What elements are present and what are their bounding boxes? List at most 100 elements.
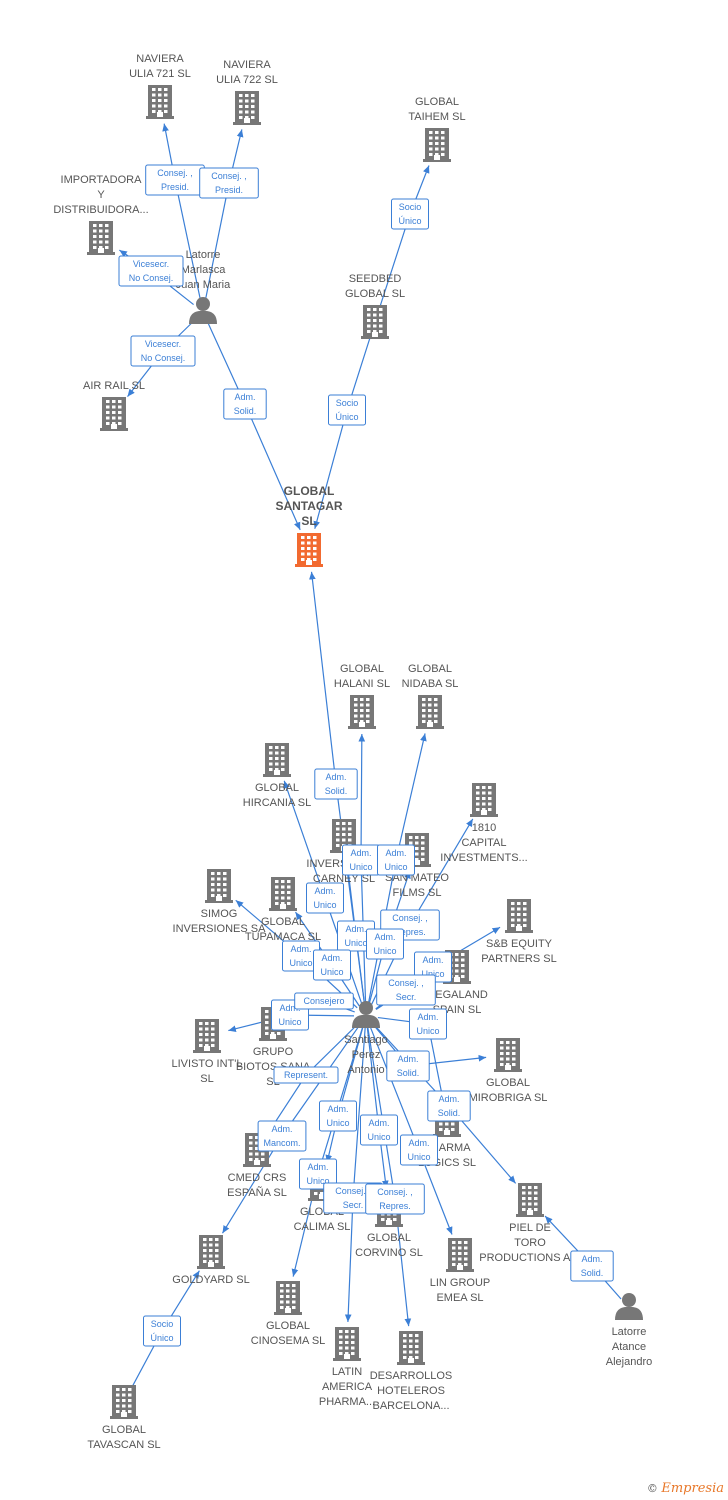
node-label: Atance	[612, 1341, 646, 1353]
edge-label-santiago-to-mirobriga[interactable]: Adm.Solid.	[386, 1050, 430, 1082]
building-icon	[505, 899, 533, 933]
edge-label-text: Adm.	[350, 848, 371, 858]
edge-label-santiago-to-cmed[interactable]: Represent.	[273, 1066, 339, 1084]
edge-label-box[interactable]	[377, 844, 415, 876]
edge-label-santiago-to-corvino[interactable]: Adm.Unico	[360, 1114, 398, 1146]
edge-label-box[interactable]	[386, 1050, 430, 1082]
edge-label-text: Unico	[367, 1132, 390, 1142]
edge-label-box[interactable]	[427, 1090, 471, 1122]
node-label: HOTELEROS	[377, 1385, 445, 1397]
edge-label-box[interactable]	[376, 974, 436, 1006]
node-importadora[interactable]: IMPORTADORAYDISTRIBUIDORA...	[53, 174, 149, 255]
edge-label-santiago-to-desarrollos[interactable]: Consej. ,Repres.	[365, 1183, 425, 1215]
edge-label-box[interactable]	[314, 768, 358, 800]
edge-label-box[interactable]	[306, 882, 344, 914]
edge-label-santiago-to-pieldetoro[interactable]: Adm.Solid.	[427, 1090, 471, 1122]
edge-label-santiago-to-cinosema[interactable]: Adm.Unico	[299, 1158, 337, 1190]
edge-label-box[interactable]	[130, 335, 196, 367]
edge-label-santiago-to-nidaba[interactable]: Adm.Unico	[377, 844, 415, 876]
edge-label-box[interactable]	[400, 1134, 438, 1166]
edge-label-text: Consej. ,	[211, 171, 247, 181]
edge-label-latorre-aa-to-pieldetoro[interactable]: Adm.Solid.	[570, 1250, 614, 1282]
edge-labels-layer: Consej. ,Presid.Consej. ,Presid. Vicesecr…	[118, 164, 614, 1347]
edge-label-box[interactable]	[313, 949, 351, 981]
edge-label-latorre-jm-to-santagar[interactable]: Adm.Solid.	[223, 388, 267, 420]
building-icon	[516, 1183, 544, 1217]
edge-label-santiago-to-halani[interactable]: Adm.Unico	[342, 844, 380, 876]
edge-label-latorre-jm-to-naviera722[interactable]: Consej. ,Presid.	[199, 167, 259, 199]
copyright-symbol: ©	[646, 1482, 658, 1495]
edge-label-santiago-to-goldyard[interactable]: Adm.Mancom.	[257, 1120, 307, 1152]
edge-label-santiago-to-lingroup[interactable]: Adm.Unico	[400, 1134, 438, 1166]
node-goldyard[interactable]: GOLDYARD SL	[172, 1235, 250, 1286]
edge-label-box[interactable]	[360, 1114, 398, 1146]
node-desarrollos[interactable]: DESARROLLOSHOTELEROSBARCELONA...	[370, 1331, 453, 1412]
edge-label-box[interactable]	[570, 1250, 614, 1282]
edge-label-santiago-to-santagar[interactable]: Adm.Solid.	[314, 768, 358, 800]
node-capital1810[interactable]: 1810CAPITALINVESTMENTS...	[440, 783, 528, 864]
edge-label-box[interactable]	[294, 992, 354, 1010]
edge-label-text: Unico	[313, 900, 336, 910]
edge-label-box[interactable]	[257, 1120, 307, 1152]
edge-label-box[interactable]	[143, 1315, 181, 1347]
node-latin-america[interactable]: LATINAMERICAPHARMA...	[319, 1327, 375, 1408]
edge-label-box[interactable]	[118, 255, 184, 287]
building-icon	[470, 783, 498, 817]
node-livisto[interactable]: LIVISTO INT'LSL	[172, 1019, 243, 1085]
edge-label-box[interactable]	[365, 1183, 425, 1215]
node-label: CAPITAL	[461, 837, 506, 849]
edge-label-santiago-to-calima[interactable]: Adm.Unico	[319, 1100, 357, 1132]
edge-label-box[interactable]	[366, 928, 404, 960]
edge-label-santiago-to-sanmateo[interactable]: Adm.Unico	[366, 928, 404, 960]
edge-label-box[interactable]	[409, 1008, 447, 1040]
edge-label-box[interactable]	[391, 198, 429, 230]
edge-label-text: Único	[150, 1333, 173, 1343]
edge-label-box[interactable]	[223, 388, 267, 420]
edge-label-santiago-to-megaland[interactable]: Consej. ,Secr.	[376, 974, 436, 1006]
node-airrail[interactable]: AIR RAIL SL	[83, 380, 145, 431]
edge-label-text: Adm.	[345, 924, 366, 934]
edge-label-box[interactable]	[328, 394, 366, 426]
node-label: GLOBAL	[284, 484, 335, 498]
edge-label-santiago-to-tupamaca[interactable]: Adm.Unico	[313, 949, 351, 981]
edge-label-latorre-jm-to-airrail[interactable]: Vicesecr.No Consej.	[130, 335, 196, 367]
edge-label-box[interactable]	[319, 1100, 357, 1132]
node-label: TAIHEM SL	[408, 111, 465, 123]
edge-label-box[interactable]	[199, 167, 259, 199]
edge-label-box[interactable]	[273, 1066, 339, 1084]
node-label: SEEDBED	[349, 273, 402, 285]
edge-label-latorre-jm-to-naviera721[interactable]: Consej. ,Presid.	[145, 164, 205, 196]
edge-label-santiago-to-hircania[interactable]: Adm.Unico	[306, 882, 344, 914]
edge-label-latorre-jm-to-importadora[interactable]: Vicesecr.No Consej.	[118, 255, 184, 287]
edge-label-box[interactable]	[299, 1158, 337, 1190]
edge-label-santiago-to-inversiones-carney[interactable]: Adm.Unico	[337, 920, 375, 952]
edge-label-santiago-to-pharma-logics[interactable]: Adm.Unico	[409, 1008, 447, 1040]
building-icon	[100, 397, 128, 431]
edge-label-santiago-to-biotos[interactable]: Consejero	[294, 992, 354, 1010]
